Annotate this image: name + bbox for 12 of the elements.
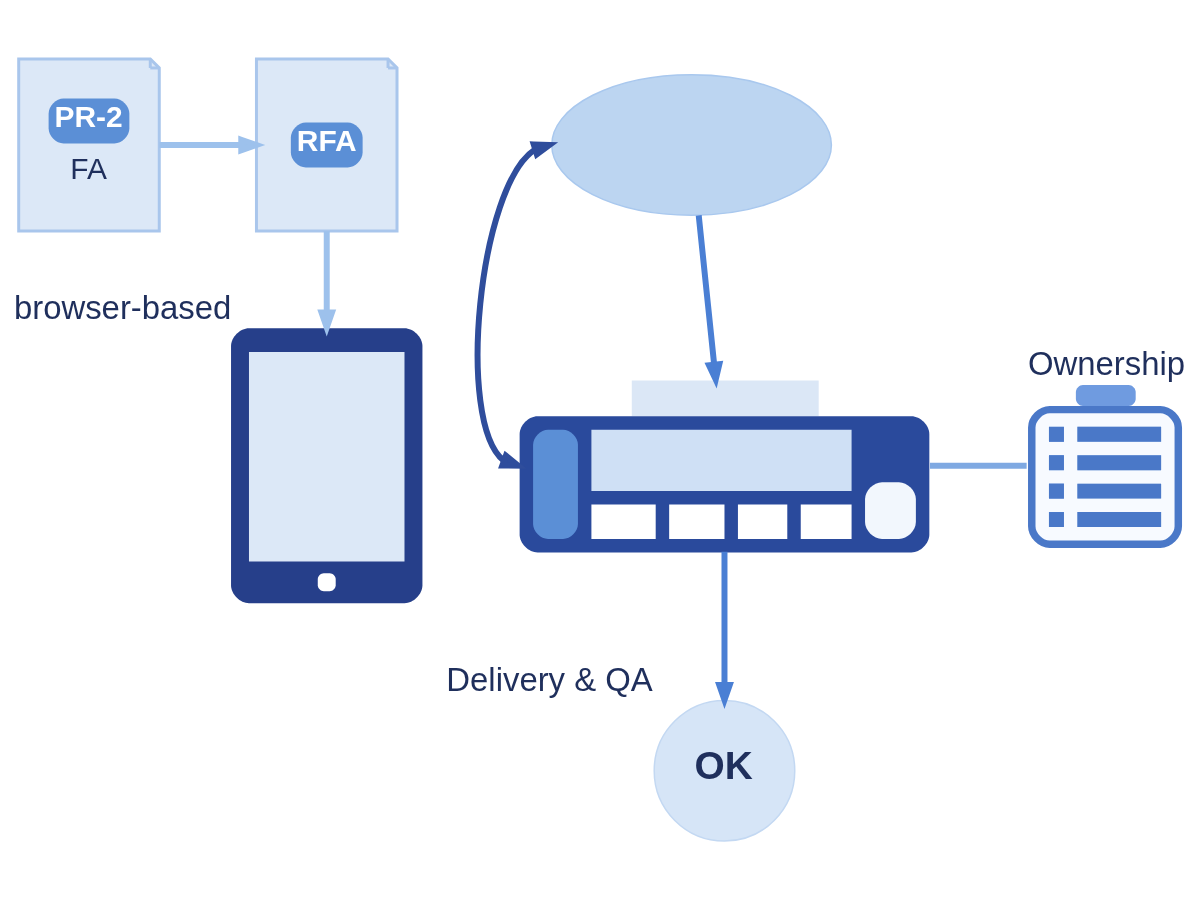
arrow [317,231,337,337]
arrow [715,551,734,710]
node-circle: OK [653,699,796,842]
arrow [159,135,266,155]
arrow [695,215,724,389]
node-label: browser-based [13,288,232,326]
connector [929,462,1027,469]
node-label: Delivery & QA [446,660,653,698]
arrow [474,141,559,469]
node-label: Ownership [1027,344,1186,382]
node-cloud [551,73,833,216]
node-picture [231,328,423,604]
